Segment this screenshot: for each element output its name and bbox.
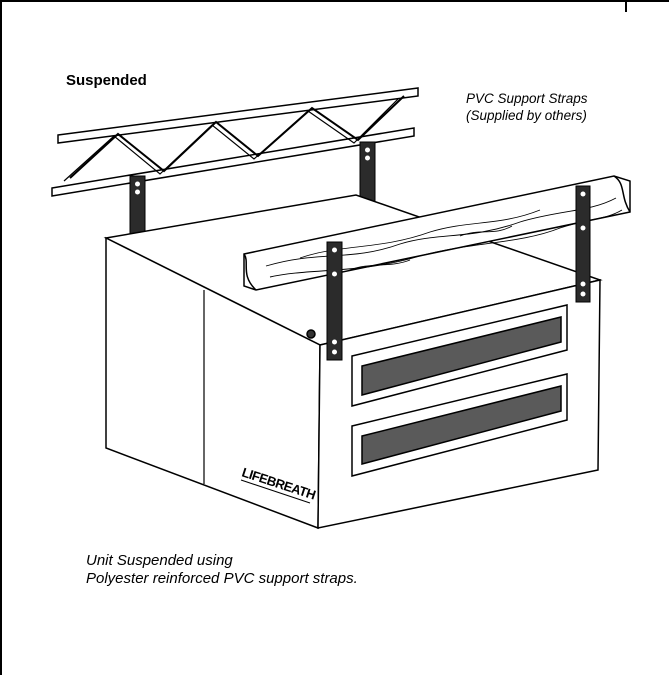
section-heading: Suspended <box>66 72 147 89</box>
caption-line-1: Unit Suspended using <box>86 552 233 569</box>
supply-grille <box>351 304 568 407</box>
exhaust-grille <box>351 373 568 477</box>
joist-strap-left <box>129 175 146 243</box>
callout-line-1: PVC Support Straps <box>466 91 588 106</box>
joist-strap-right <box>359 141 376 205</box>
pvc-strap-right <box>575 185 591 303</box>
figure-caption: Unit Suspended using Polyester reinforce… <box>86 552 358 588</box>
caption-line-2: Polyester reinforced PVC support straps. <box>86 570 358 587</box>
pvc-strap-left <box>326 241 343 361</box>
callout-line-2: (Supplied by others) <box>466 108 587 123</box>
straps-callout: PVC Support Straps (Supplied by others) <box>466 90 588 124</box>
